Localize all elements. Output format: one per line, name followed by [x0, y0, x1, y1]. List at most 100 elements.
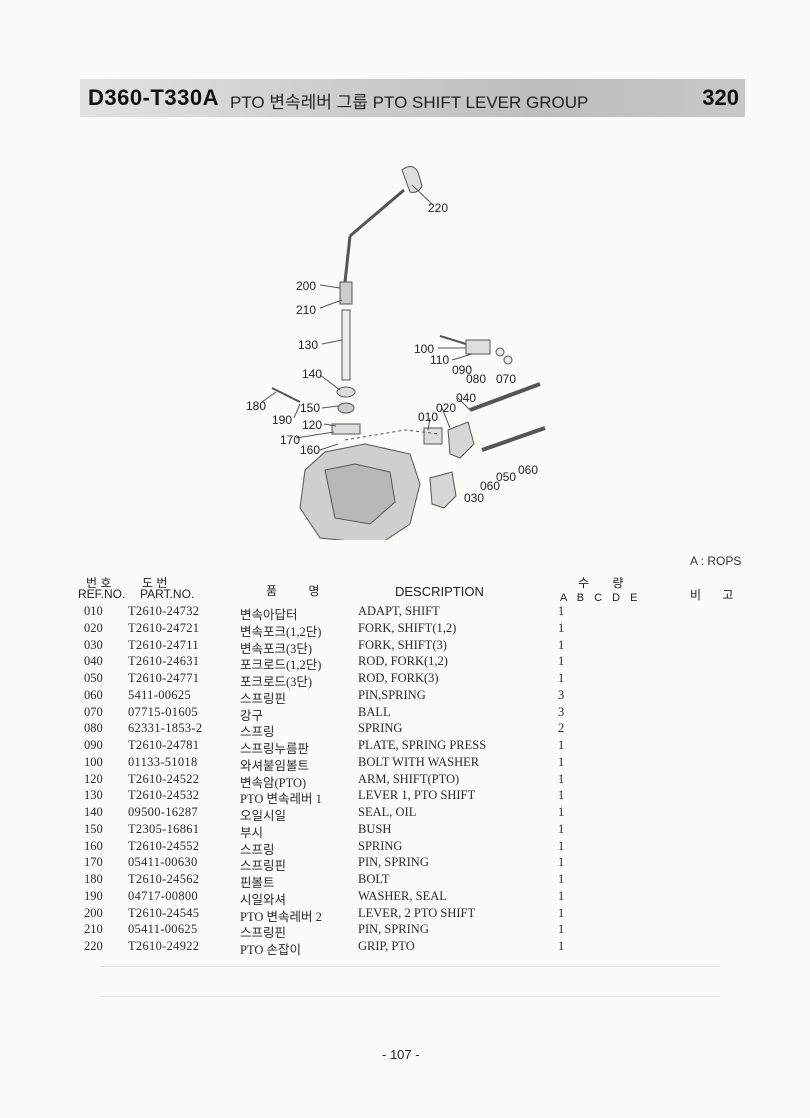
quantity-cell: 1: [558, 754, 565, 769]
divider: [100, 966, 720, 967]
description-cell: GRIP, PTO: [358, 939, 415, 953]
ref-no-cell: 010: [84, 604, 103, 618]
callout-label: 220: [428, 201, 448, 215]
quantity-cell: 3: [558, 704, 565, 719]
quantity-cell: 3: [558, 687, 565, 702]
callout-label: 060: [480, 479, 500, 493]
quantity-cell: 1: [558, 771, 565, 786]
ref-no-cell: 220: [84, 939, 103, 953]
legend-note: A : ROPS: [690, 554, 742, 568]
quantity-cell: 1: [558, 905, 565, 920]
table-row: 220 T2610-24922 PTO 손잡이 GRIP, PTO 1: [0, 939, 810, 957]
callout-label: 150: [300, 401, 320, 415]
model-code: D360-T330A: [88, 85, 219, 110]
name-korean-cell: 스프링: [240, 725, 275, 740]
ref-no-cell: 120: [84, 771, 103, 786]
page-code: 320: [702, 85, 739, 110]
quantity-cell: 1: [558, 620, 565, 635]
callout-label: 010: [418, 410, 438, 424]
name-korean-cell: PTO 손잡이: [240, 943, 302, 957]
part-no-cell: 05411-00630: [128, 855, 198, 870]
description-cell: BOLT: [358, 872, 390, 886]
callout-label: 020: [436, 401, 456, 415]
part-no-cell: 5411-00625: [128, 687, 191, 702]
ref-no-cell: 140: [84, 805, 103, 819]
callout-label: 140: [302, 367, 322, 381]
callout-label: 070: [496, 372, 516, 386]
name-korean-cell: 시일와셔: [240, 892, 287, 907]
callout-label: 200: [296, 279, 316, 293]
callout-label: 100: [414, 342, 434, 356]
ref-no-cell: 160: [84, 838, 103, 853]
quantity-cell: 1: [558, 654, 565, 669]
part-no-cell: T2610-24721: [128, 620, 200, 635]
callout-label: 080: [466, 372, 486, 386]
part-no-cell: 04717-00800: [128, 888, 198, 903]
name-korean-cell: 부시: [240, 825, 264, 840]
description-cell: PLATE, SPRING PRESS: [358, 738, 487, 752]
description-cell: ROD, FORK(3): [358, 671, 439, 685]
part-no-cell: T2305-16861: [128, 821, 200, 836]
quantity-cell: 1: [558, 922, 565, 937]
name-korean-cell: 포크로드(3단): [240, 675, 313, 689]
callout-label: 210: [296, 303, 316, 317]
header-name-korean: 품 명: [266, 584, 334, 598]
quantity-cell: 1: [558, 821, 565, 836]
callout-label: 120: [302, 418, 322, 432]
name-korean-cell: 핀볼트: [240, 876, 275, 890]
ref-no-cell: 210: [84, 922, 103, 937]
ref-no-cell: 190: [84, 888, 103, 903]
description-cell: FORK, SHIFT(3): [358, 637, 447, 652]
part-no-cell: T2610-24771: [128, 671, 200, 685]
callout-label: 170: [280, 433, 300, 447]
ref-no-cell: 100: [84, 754, 103, 769]
name-korean-cell: PTO 변속레버 2: [240, 909, 322, 924]
callout-label: 060: [518, 463, 538, 477]
ref-no-cell: 130: [84, 788, 103, 803]
header-number-korean: 번 호: [86, 576, 112, 590]
callout-label: 180: [246, 399, 266, 413]
part-no-cell: T2610-24631: [128, 654, 200, 669]
header-quantity-columns: A B C D E: [560, 592, 638, 604]
part-no-cell: 07715-01605: [128, 704, 198, 719]
part-no-cell: T2610-24552: [128, 838, 200, 853]
quantity-cell: 1: [558, 872, 565, 886]
callout-label: 040: [456, 391, 476, 405]
name-korean-cell: 스프링누름판: [240, 742, 310, 756]
ref-no-cell: 040: [84, 654, 103, 669]
part-no-cell: T2610-24545: [128, 905, 200, 920]
part-no-cell: T2610-24562: [128, 872, 200, 886]
description-cell: FORK, SHIFT(1,2): [358, 620, 457, 635]
callout-label: 160: [300, 443, 320, 457]
callout-label: 030: [464, 491, 484, 505]
name-korean-cell: 변속포크(1,2단): [240, 624, 322, 639]
callout-label: 130: [298, 338, 318, 352]
description-cell: SEAL, OIL: [358, 805, 417, 819]
ref-no-cell: 150: [84, 821, 103, 836]
description-cell: ADAPT, SHIFT: [358, 604, 440, 618]
name-korean-cell: 포크로드(1,2단): [240, 658, 322, 673]
quantity-cell: 1: [558, 805, 565, 819]
group-title: PTO 변속레버 그룹 PTO SHIFT LEVER GROUP: [230, 93, 589, 112]
part-no-cell: T2610-24522: [128, 771, 200, 786]
part-no-cell: T2610-24922: [128, 939, 200, 953]
ref-no-cell: 090: [84, 738, 103, 752]
header-description: DESCRIPTION: [395, 584, 484, 599]
part-no-cell: T2610-24781: [128, 738, 200, 752]
quantity-cell: 1: [558, 939, 565, 953]
part-no-cell: 62331-1853-2: [128, 721, 203, 736]
part-no-cell: T2610-24711: [128, 637, 199, 652]
callout-label: 190: [272, 413, 292, 427]
